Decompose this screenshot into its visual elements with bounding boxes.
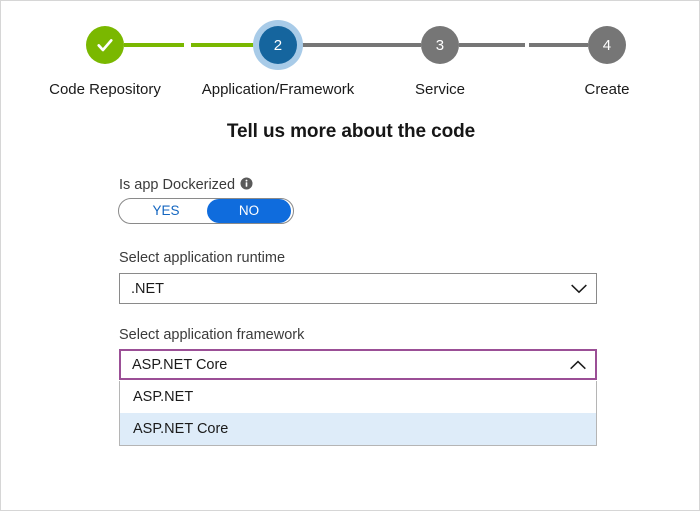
- dockerized-label: Is app Dockerized: [119, 177, 253, 193]
- connector-3a: [459, 43, 525, 47]
- step-node-2[interactable]: 2: [259, 26, 297, 64]
- step-label-1: Code Repository: [49, 81, 161, 98]
- connector-2: [301, 43, 421, 47]
- connector-1a: [124, 43, 184, 47]
- step-number-4: 4: [602, 36, 612, 54]
- toggle-option-no[interactable]: NO: [207, 199, 291, 223]
- runtime-label: Select application runtime: [119, 250, 286, 266]
- step-node-4[interactable]: 4: [588, 26, 626, 64]
- step-node-3[interactable]: 3: [421, 26, 459, 64]
- framework-label: Select application framework: [119, 327, 305, 343]
- chevron-down-icon[interactable]: [571, 274, 587, 303]
- dockerized-toggle[interactable]: YES NO: [118, 198, 294, 224]
- framework-select[interactable]: ASP.NET Core: [119, 349, 597, 380]
- framework-dropdown-list[interactable]: ASP.NET ASP.NET Core: [119, 381, 597, 446]
- chevron-up-icon[interactable]: [570, 351, 586, 378]
- runtime-select-value: .NET: [131, 280, 165, 297]
- step-number-2: 2: [273, 36, 283, 54]
- step-number-3: 3: [435, 36, 445, 54]
- connector-1b: [191, 43, 255, 47]
- dropdown-option-aspnet-core[interactable]: ASP.NET Core: [120, 413, 596, 445]
- step-node-1[interactable]: [86, 26, 124, 64]
- wizard-stepper: Code Repository 2 Application/Framework …: [1, 1, 699, 111]
- runtime-select[interactable]: .NET: [119, 273, 597, 304]
- step-label-2: Application/Framework: [201, 81, 355, 98]
- page-title: Tell us more about the code: [226, 121, 476, 142]
- toggle-option-yes[interactable]: YES: [152, 203, 180, 218]
- step-label-4: Create: [584, 81, 630, 98]
- framework-select-value: ASP.NET Core: [132, 356, 228, 373]
- step-label-3: Service: [414, 81, 466, 98]
- connector-3b: [529, 43, 588, 47]
- check-icon: [97, 39, 113, 52]
- dropdown-option-aspnet[interactable]: ASP.NET: [133, 389, 194, 405]
- dockerized-label-text: Is app Dockerized: [119, 177, 236, 193]
- info-icon[interactable]: [240, 177, 253, 190]
